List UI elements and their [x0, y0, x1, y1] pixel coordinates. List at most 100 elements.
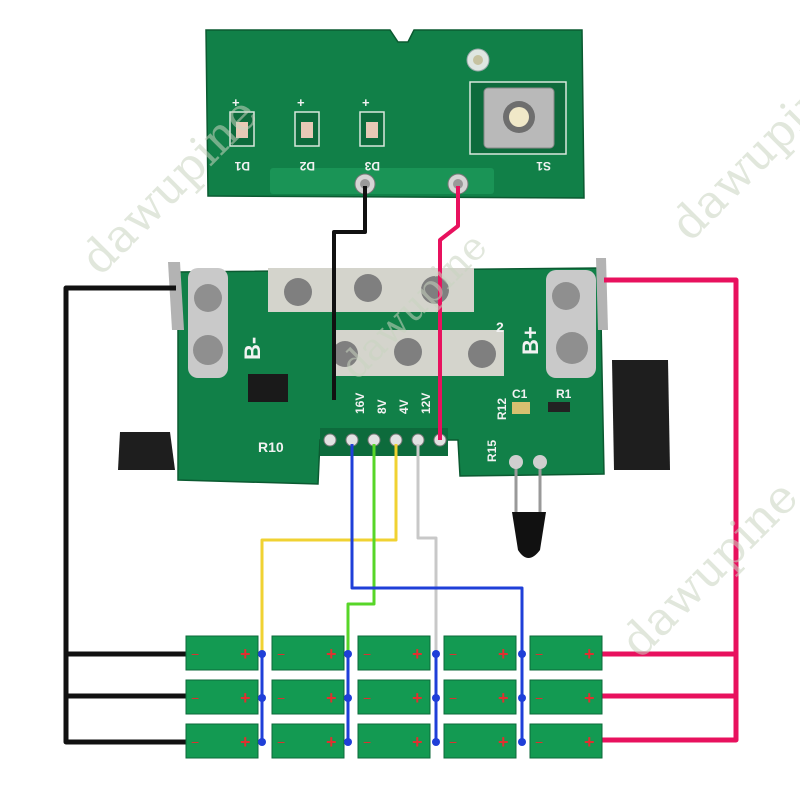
cell-plus-label: + [240, 732, 251, 752]
junction-dot [432, 650, 440, 658]
switch-s1: S1 [469, 81, 567, 173]
junction-dot [344, 694, 352, 702]
label-4v: 4V [397, 399, 411, 414]
battery-cell-body [443, 635, 517, 671]
led-d3: + D3 [359, 95, 385, 173]
battery-cell: −+ [271, 679, 345, 715]
junction-dot [344, 650, 352, 658]
cell-plus-label: + [326, 688, 337, 708]
label-b-minus: B- [240, 337, 265, 360]
battery-cell-body [529, 635, 603, 671]
cell-plus-label: + [498, 688, 509, 708]
cell-plus-label: + [584, 688, 595, 708]
label-c1: C1 [512, 387, 528, 401]
led-d2-polarity: + [297, 95, 305, 110]
junction-dot [258, 650, 266, 658]
battery-cell: −+ [271, 723, 345, 759]
battery-cell: −+ [185, 679, 259, 715]
label-r10: R10 [258, 439, 284, 455]
wire-indicator-positive [438, 186, 460, 440]
cell-plus-label: + [412, 688, 423, 708]
battery-cell-body [529, 679, 603, 715]
balance-header: 16V 8V 4V 12V [320, 393, 448, 456]
cell-plus-label: + [412, 644, 423, 664]
junction-dot [258, 738, 266, 746]
battery-cell: −+ [185, 635, 259, 671]
label-partial: 2 [496, 319, 504, 335]
cell-minus-label: − [363, 690, 371, 706]
capacitor-c1 [512, 402, 530, 414]
junction-dot [518, 694, 526, 702]
battery-cell: −+ [185, 723, 259, 759]
wire-indicator-negative [332, 186, 367, 400]
cell-minus-label: − [277, 734, 285, 750]
battery-cell-body [271, 635, 345, 671]
resistor-r1 [548, 402, 570, 412]
led-d1-label: D1 [234, 159, 250, 173]
label-8v: 8V [375, 399, 389, 414]
cell-minus-label: − [449, 734, 457, 750]
cell-plus-label: + [240, 644, 251, 664]
cell-minus-label: − [363, 646, 371, 662]
cell-minus-label: − [191, 690, 199, 706]
led-d1-polarity: + [232, 95, 240, 110]
led-d3-polarity: + [362, 95, 370, 110]
bms-housing [118, 432, 175, 470]
battery-cell: −+ [357, 723, 431, 759]
cell-minus-label: − [277, 646, 285, 662]
cell-minus-label: − [535, 646, 543, 662]
watermark-bottom-right: dawupine [610, 469, 800, 668]
cell-plus-label: + [326, 732, 337, 752]
wire-gray-12v [416, 444, 438, 744]
cell-plus-label: + [498, 732, 509, 752]
cell-plus-label: + [326, 644, 337, 664]
cell-plus-label: + [498, 644, 509, 664]
watermark-top-right: dawupine [660, 52, 800, 251]
junction-dot [344, 738, 352, 746]
battery-cell: −+ [443, 679, 517, 715]
battery-cell-body [357, 635, 431, 671]
indicator-board-trace [270, 168, 494, 194]
ic-chip [248, 374, 288, 402]
battery-cell-body [185, 635, 259, 671]
cell-plus-label: + [412, 732, 423, 752]
tab-b-plus [596, 258, 608, 330]
battery-cell: −+ [529, 723, 603, 759]
cell-minus-label: − [535, 690, 543, 706]
junction-dot [518, 650, 526, 658]
led-d2: + D2 [294, 95, 320, 173]
battery-cell: −+ [443, 723, 517, 759]
battery-cell-body [443, 679, 517, 715]
battery-cell: −+ [529, 679, 603, 715]
cell-minus-label: − [449, 646, 457, 662]
cell-plus-label: + [584, 644, 595, 664]
battery-cell-body [271, 723, 345, 759]
cell-pack: −+−+−+−+−+−+−+−+−+−+−+−+−+−+−+ [185, 635, 603, 759]
label-r15: R15 [485, 440, 499, 462]
junction-dot [518, 738, 526, 746]
label-12v: 12V [419, 393, 433, 414]
label-r12: R12 [495, 398, 509, 420]
battery-cell-body [443, 723, 517, 759]
cell-minus-label: − [363, 734, 371, 750]
junction-dot [432, 694, 440, 702]
tab-b-minus [168, 262, 184, 330]
indicator-board-pcb [205, 29, 585, 199]
wire-yellow-4v [260, 444, 398, 744]
switch-s1-label: S1 [536, 159, 551, 173]
battery-cell-body [357, 679, 431, 715]
label-b-plus: B+ [518, 326, 543, 355]
cell-minus-label: − [449, 690, 457, 706]
wire-main-positive [600, 277, 739, 743]
battery-cell-body [185, 723, 259, 759]
wiring [63, 186, 739, 745]
led-d2-label: D2 [299, 159, 315, 173]
label-16v: 16V [353, 393, 367, 414]
battery-cell: −+ [357, 679, 431, 715]
cell-minus-label: − [191, 734, 199, 750]
cell-minus-label: − [277, 690, 285, 706]
battery-cell: −+ [357, 635, 431, 671]
battery-cell-body [357, 723, 431, 759]
battery-cell: −+ [443, 635, 517, 671]
